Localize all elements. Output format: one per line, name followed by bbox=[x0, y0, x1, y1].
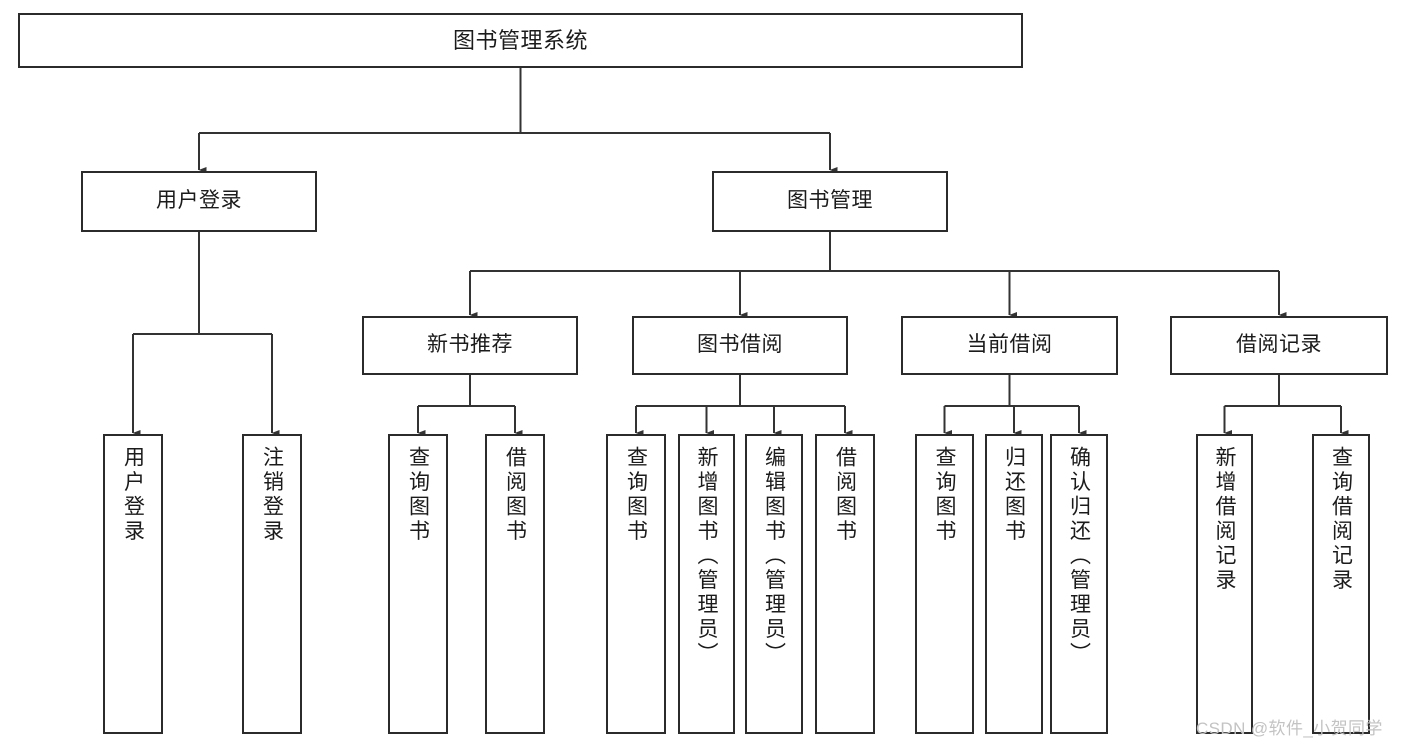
node-label: 查询借阅记录 bbox=[1329, 446, 1353, 593]
node-leaf-user-login[interactable]: 用户登录 bbox=[103, 434, 163, 734]
node-label: 用户登录 bbox=[156, 189, 242, 213]
node-label: 图书管理系统 bbox=[452, 27, 588, 53]
node-label: 图书借阅 bbox=[697, 333, 783, 357]
node-current-borrow[interactable]: 当前借阅 bbox=[901, 316, 1118, 375]
node-leaf-confirm-return[interactable]: 确认归还（管理员） bbox=[1050, 434, 1108, 734]
node-label: 借阅记录 bbox=[1236, 333, 1322, 357]
node-leaf-return-book[interactable]: 归还图书 bbox=[985, 434, 1043, 734]
watermark: CSDN @软件_小贺同学 bbox=[1196, 719, 1383, 738]
node-label: 借阅图书 bbox=[833, 446, 857, 544]
node-leaf-query-book-1[interactable]: 查询图书 bbox=[388, 434, 448, 734]
node-leaf-query-book-2[interactable]: 查询图书 bbox=[606, 434, 666, 734]
node-label: 确认归还（管理员） bbox=[1067, 446, 1091, 667]
node-label: 查询图书 bbox=[933, 446, 956, 544]
node-label: 查询图书 bbox=[406, 446, 430, 544]
node-leaf-edit-book[interactable]: 编辑图书（管理员） bbox=[745, 434, 803, 734]
node-label: 查询图书 bbox=[624, 446, 648, 544]
node-leaf-add-record[interactable]: 新增借阅记录 bbox=[1196, 434, 1253, 734]
node-label: 编辑图书（管理员） bbox=[762, 446, 786, 667]
node-label: 新书推荐 bbox=[427, 333, 513, 357]
node-leaf-borrow-book-1[interactable]: 借阅图书 bbox=[485, 434, 545, 734]
node-label: 图书管理 bbox=[787, 189, 873, 213]
node-book-borrow[interactable]: 图书借阅 bbox=[632, 316, 848, 375]
node-leaf-query-record[interactable]: 查询借阅记录 bbox=[1312, 434, 1370, 734]
node-label: 当前借阅 bbox=[966, 333, 1053, 357]
node-label: 借阅图书 bbox=[503, 446, 527, 544]
node-leaf-query-book-3[interactable]: 查询图书 bbox=[915, 434, 974, 734]
node-leaf-borrow-book-2[interactable]: 借阅图书 bbox=[815, 434, 875, 734]
node-book-manage[interactable]: 图书管理 bbox=[712, 171, 948, 232]
node-borrow-record[interactable]: 借阅记录 bbox=[1170, 316, 1388, 375]
node-label: 归还图书 bbox=[1002, 446, 1026, 544]
node-root[interactable]: 图书管理系统 bbox=[18, 13, 1023, 68]
node-new-book-rec[interactable]: 新书推荐 bbox=[362, 316, 578, 375]
node-label: 用户登录 bbox=[121, 446, 145, 544]
node-leaf-logout[interactable]: 注销登录 bbox=[242, 434, 302, 734]
node-label: 新增借阅记录 bbox=[1213, 446, 1236, 593]
node-label: 注销登录 bbox=[260, 446, 284, 544]
node-leaf-add-book[interactable]: 新增图书（管理员） bbox=[678, 434, 735, 734]
node-user-login[interactable]: 用户登录 bbox=[81, 171, 317, 232]
node-label: 新增图书（管理员） bbox=[695, 446, 718, 667]
